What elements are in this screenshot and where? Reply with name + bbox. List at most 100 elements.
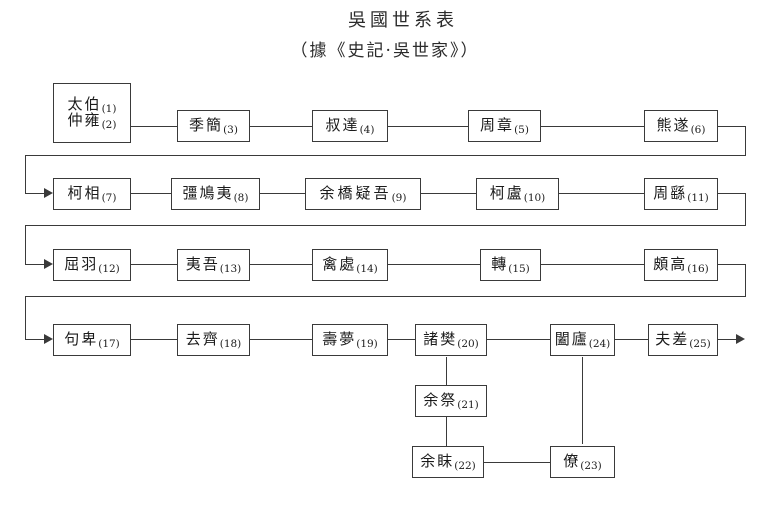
node-1-num: (1) [101, 103, 117, 116]
node-14[interactable]: 禽處(14) [312, 249, 388, 281]
connector-11-wrap-return [25, 225, 746, 226]
connector-10-11 [559, 193, 644, 194]
node-18[interactable]: 去齊(18) [177, 324, 250, 356]
connector-7-8 [131, 193, 171, 194]
arrow-into-12-icon [44, 259, 53, 269]
node-18-name: 去齊 [185, 330, 220, 349]
connector-12-13 [131, 264, 177, 265]
connector-wrap-down-row2 [25, 155, 26, 194]
connector-8-9 [260, 193, 305, 194]
node-14-name: 禽處 [322, 255, 357, 274]
node-17[interactable]: 句卑(17) [53, 324, 131, 356]
connector-17-18 [131, 339, 177, 340]
node-23[interactable]: 僚(23) [550, 446, 615, 478]
connector-wrap-into-17 [25, 339, 47, 340]
node-12-num: (12) [98, 263, 120, 276]
connector-23-24 [582, 357, 583, 444]
connector-15-16 [541, 264, 644, 265]
arrow-end-icon [736, 334, 745, 344]
node-9[interactable]: 余橋疑吾(9) [305, 178, 421, 210]
node-22-name: 余眜 [420, 452, 455, 471]
node-5[interactable]: 周章(5) [468, 110, 541, 142]
node-6-num: (6) [690, 124, 706, 137]
node-22[interactable]: 余眜(22) [412, 446, 484, 478]
node-4-num: (4) [359, 124, 375, 137]
node-7[interactable]: 柯相(7) [53, 178, 131, 210]
connector-6-wrap-v [745, 126, 746, 156]
connector-wrap-down-row3 [25, 225, 26, 265]
connector-3-4 [250, 126, 312, 127]
connector-2-3 [131, 126, 177, 127]
node-11[interactable]: 周繇(11) [644, 178, 718, 210]
node-8-name: 彊鳩夷 [182, 184, 234, 203]
node-17-num: (17) [98, 338, 120, 351]
node-3-num: (3) [223, 124, 238, 137]
connector-19-20 [388, 339, 415, 340]
node-8[interactable]: 彊鳩夷(8) [171, 178, 260, 210]
node-15[interactable]: 轉(15) [480, 249, 541, 281]
connector-16-wrap-v [745, 264, 746, 297]
node-1-2[interactable]: 太伯(1) 仲雍(2) [53, 83, 131, 143]
connector-5-6 [541, 126, 644, 127]
node-20-name: 諸樊 [423, 330, 458, 349]
node-2-num: (2) [101, 119, 117, 131]
node-23-name: 僚 [563, 452, 581, 471]
connector-16-wrap-h [718, 264, 746, 265]
node-16-name: 頗高 [653, 255, 688, 274]
node-25-num: (25) [689, 338, 711, 351]
node-6[interactable]: 熊遂(6) [644, 110, 718, 142]
node-21[interactable]: 余祭(21) [415, 385, 487, 417]
node-9-name: 余橋疑吾 [319, 184, 392, 203]
node-12[interactable]: 屈羽(12) [53, 249, 131, 281]
connector-20-24-top [487, 339, 550, 340]
node-24[interactable]: 闔廬(24) [550, 324, 615, 356]
connector-22-23 [484, 462, 550, 463]
node-2-name: 仲雍 [67, 111, 102, 129]
node-23-num: (23) [580, 460, 602, 473]
node-16[interactable]: 頗高(16) [644, 249, 718, 281]
arrow-into-7-icon [44, 188, 53, 198]
node-19[interactable]: 壽夢(19) [312, 324, 388, 356]
connector-6-wrap-h [718, 126, 746, 127]
node-9-num: (9) [391, 192, 407, 205]
node-16-num: (16) [687, 263, 709, 276]
node-3[interactable]: 季簡(3) [177, 110, 250, 142]
node-7-num: (7) [101, 192, 117, 205]
node-10[interactable]: 柯盧(10) [476, 178, 559, 210]
connector-14-15 [388, 264, 480, 265]
connector-wrap-into-7 [25, 193, 47, 194]
node-25[interactable]: 夫差(25) [648, 324, 718, 356]
connector-21-22 [446, 417, 447, 446]
node-11-name: 周繇 [653, 184, 688, 203]
node-6-name: 熊遂 [656, 116, 691, 135]
node-10-num: (10) [523, 192, 546, 205]
arrow-into-17-icon [44, 334, 53, 344]
connector-11-wrap-h [718, 193, 746, 194]
node-5-num: (5) [514, 124, 529, 137]
node-1-line: 太伯(1) [67, 95, 117, 116]
connector-13-14 [250, 264, 312, 265]
node-19-name: 壽夢 [322, 330, 357, 349]
node-10-name: 柯盧 [489, 184, 524, 203]
node-15-num: (15) [508, 263, 530, 276]
node-18-num: (18) [219, 338, 242, 351]
node-22-num: (22) [454, 460, 476, 473]
node-8-num: (8) [233, 192, 249, 205]
node-12-name: 屈羽 [64, 255, 99, 274]
connector-9-10 [421, 193, 476, 194]
node-20-num: (20) [457, 338, 479, 351]
connector-11-wrap-v [745, 193, 746, 226]
node-20[interactable]: 諸樊(20) [415, 324, 487, 356]
node-7-name: 柯相 [67, 184, 102, 203]
node-2-line: 仲雍(2) [67, 111, 117, 131]
node-4[interactable]: 叔達(4) [312, 110, 388, 142]
node-1-name: 太伯 [67, 95, 102, 114]
node-24-name: 闔廬 [554, 330, 589, 349]
node-13-num: (13) [219, 263, 242, 276]
node-13[interactable]: 夷吾(13) [177, 249, 250, 281]
node-19-num: (19) [356, 338, 378, 351]
connector-wrap-into-12 [25, 264, 47, 265]
node-4-name: 叔達 [325, 116, 360, 135]
page-title: 吳國世系表 [348, 10, 458, 31]
